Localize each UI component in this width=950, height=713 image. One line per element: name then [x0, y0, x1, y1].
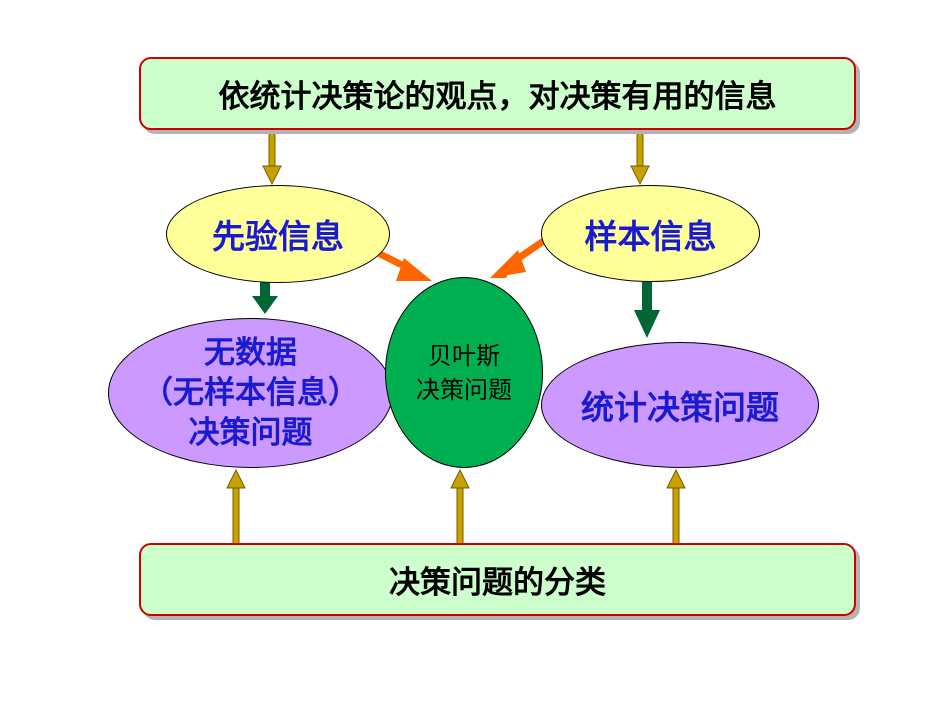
arrow-bottom-to-nodata: [226, 468, 246, 545]
bottom-category-box: 决策问题的分类: [139, 543, 856, 616]
top-info-box: 依统计决策论的观点，对决策有用的信息: [139, 57, 856, 130]
arrow-top-to-prior: [262, 129, 282, 186]
prior-info-ellipse: 先验信息: [166, 185, 390, 283]
sample-info-label: 样本信息: [584, 216, 717, 256]
bottom-category-text: 决策问题的分类: [389, 565, 606, 601]
stat-problem-label: 统计决策问题: [581, 388, 779, 427]
arrow-sample-to-stat: [634, 282, 660, 338]
no-data-line2: （无样本信息）: [142, 375, 359, 411]
bayes-line2: 决策问题: [416, 375, 512, 404]
no-data-line3: 决策问题: [188, 415, 313, 451]
arrow-prior-to-nodata: [252, 282, 278, 314]
no-data-line1: 无数据: [204, 335, 297, 371]
prior-info-label: 先验信息: [212, 217, 344, 256]
no-data-problem-ellipse: 无数据 （无样本信息） 决策问题: [108, 318, 393, 468]
arrow-bottom-to-bayes: [450, 468, 470, 545]
sample-info-ellipse: 样本信息: [541, 185, 760, 282]
arrow-sample-to-bayes: [490, 237, 547, 278]
top-info-text: 依统计决策论的观点，对决策有用的信息: [218, 79, 777, 115]
arrow-prior-to-bayes: [370, 246, 432, 281]
arrow-bottom-to-stat: [666, 468, 686, 545]
stat-problem-ellipse: 统计决策问题: [541, 342, 819, 468]
bayes-problem-ellipse: 贝叶斯 决策问题: [385, 277, 543, 468]
bayes-line1: 贝叶斯: [428, 341, 500, 370]
arrow-top-to-sample: [630, 129, 650, 186]
